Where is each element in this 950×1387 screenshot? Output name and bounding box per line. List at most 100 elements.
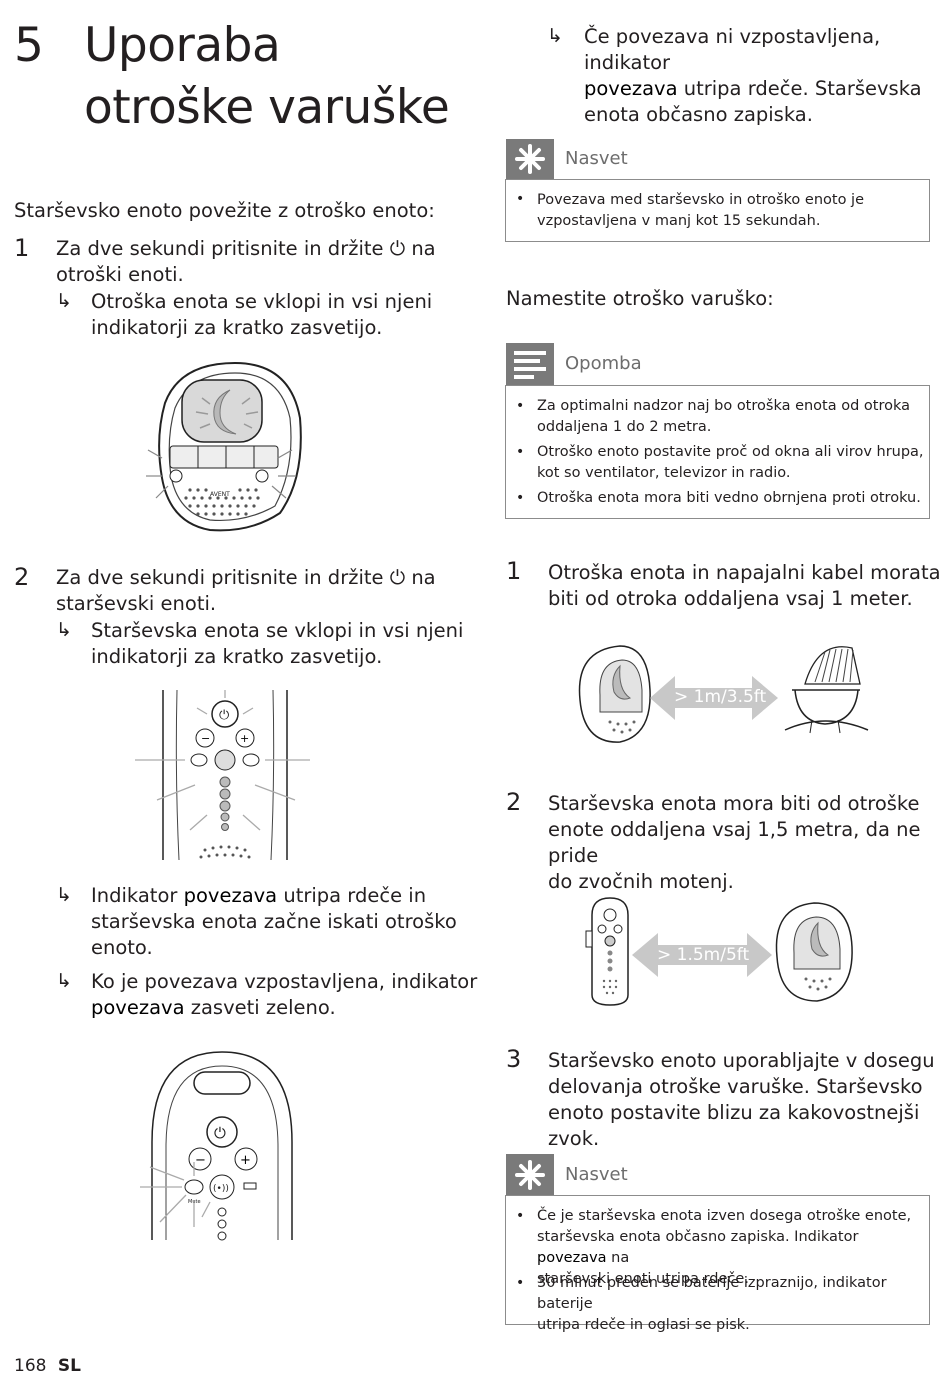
svg-text:+: + — [240, 1153, 251, 1168]
svg-text:+: + — [240, 732, 249, 745]
distance-label-2: > 1.5m/5ft — [657, 945, 750, 965]
svg-text:−: − — [201, 732, 210, 745]
right-top-result: Če povezava ni vzpostavljena, indikator … — [584, 24, 950, 128]
result-arrow-icon: ↳ — [56, 290, 72, 312]
title-line-1: Uporaba — [84, 18, 281, 73]
bullet-icon: • — [516, 398, 525, 414]
left-step-1-line-1: Za dve sekundi pritisnite in držite ⏻ na — [56, 237, 436, 260]
right-step-2-line-3: do zvočnih motenj. — [548, 870, 734, 893]
left-result-3: Indikator povezava utripa rdeče in starš… — [91, 883, 457, 961]
tip-1-box: • Povezava med starševsko in otroško eno… — [505, 179, 930, 242]
bullet-icon: • — [516, 1208, 525, 1224]
bullet-icon: • — [516, 191, 525, 207]
left-result-4-post: zasveti zeleno. — [184, 996, 336, 1019]
tip-2-item-1: Če je starševska enota izven dosega otro… — [537, 1206, 929, 1290]
left-step-1-result: Otroška enota se vklopi in vsi njeni ind… — [91, 289, 432, 341]
section-number: 5 — [14, 18, 44, 73]
page-number: 168 — [14, 1356, 47, 1376]
svg-text:−: − — [195, 1153, 206, 1168]
title-line-2: otroške varuške — [84, 80, 450, 135]
tip-2-box: • Če je starševska enota izven dosega ot… — [505, 1195, 930, 1333]
svg-text:(•)): (•)) — [213, 1184, 229, 1194]
left-step-2-result-1: Starševska enota se vklopi in vsi njeni — [91, 619, 464, 642]
note-item-1-line-1: Za optimalni nadzor naj bo otroška enota… — [537, 398, 911, 414]
tip-2-item-1-keyword: povezava — [537, 1250, 607, 1266]
right-step-2-number: 2 — [506, 788, 522, 816]
note-item-2: Otroško enoto postavite proč od okna ali… — [537, 442, 924, 484]
tip-icon — [506, 139, 554, 179]
left-result-4-line-1: Ko je povezava vzpostavljena, indikator — [91, 970, 478, 993]
right-step-3-line-1: Starševsko enoto uporabljajte v dosegu — [548, 1049, 935, 1072]
tip-1-item: Povezava med starševsko in otroško enoto… — [537, 190, 864, 232]
tip-2-item-2-line-2: utripa rdeče in oglasi se pisk. — [537, 1317, 750, 1333]
note-box: • Za optimalni nadzor naj bo otroška eno… — [505, 385, 930, 519]
bullet-icon: • — [516, 444, 525, 460]
left-step-1-text: Za dve sekundi pritisnite in držite ⏻ na… — [56, 236, 436, 288]
right-heading: Namestite otroško varuško: — [506, 287, 774, 310]
right-step-1-line-2: biti od otroka oddaljena vsaj 1 meter. — [548, 587, 913, 610]
bullet-icon: • — [516, 1275, 525, 1291]
right-step-2-line-1: Starševska enota mora biti od otroške — [548, 792, 920, 815]
left-step-2-text: Za dve sekundi pritisnite in držite ⏻ na… — [56, 565, 436, 617]
baby-unit-illustration: AVENT — [146, 361, 302, 532]
distance-label-1: > 1m/3.5ft — [674, 687, 767, 707]
left-step-2-line-2: starševski enoti. — [56, 592, 217, 615]
left-step-2-number: 2 — [14, 563, 30, 591]
note-item-3: Otroška enota mora biti vedno obrnjena p… — [537, 488, 921, 509]
right-step-3-line-3: enoto postavite blizu za kakovostnejši z… — [548, 1101, 920, 1150]
note-icon — [506, 343, 554, 385]
tip-2-item-1-line-2: starševska enota občasno zapiska. Indika… — [537, 1229, 859, 1245]
baby-unit-brand: AVENT — [210, 491, 230, 498]
tip-2-label: Nasvet — [565, 1164, 628, 1185]
parent-unit-illustration-on: ⏻ − + — [135, 689, 310, 861]
left-step-2-result-2: indikatorji za kratko zasvetijo. — [91, 645, 383, 668]
note-item-1: Za optimalni nadzor naj bo otroška enota… — [537, 396, 910, 438]
left-step-1-number: 1 — [14, 234, 30, 262]
svg-text:⏻: ⏻ — [219, 708, 229, 723]
tip-2-item-2-line-1: 30 minut preden se baterije izpraznijo, … — [537, 1275, 887, 1312]
tip-2-item-2: 30 minut preden se baterije izpraznijo, … — [537, 1273, 929, 1336]
left-result-3-post: utripa rdeče in — [277, 884, 427, 907]
tip-2-item-1-line-3: starševski enoti utripa rdeče. — [537, 1271, 749, 1287]
tip-2-item-1-line-1: Če je starševska enota izven dosega otro… — [537, 1208, 912, 1224]
distance-illustration-2 — [585, 897, 853, 1006]
note-item-1-line-2: oddaljena 1 do 2 metra. — [537, 419, 712, 435]
left-result-4: Ko je povezava vzpostavljena, indikator … — [91, 969, 477, 1021]
left-step-1-line-2: otroški enoti. — [56, 263, 184, 286]
result-arrow-icon: ↳ — [56, 884, 72, 906]
right-top-result-post: utripa rdeče. Starševska — [677, 77, 922, 100]
right-step-3-number: 3 — [506, 1045, 522, 1073]
language-code: SL — [57, 1356, 81, 1376]
left-heading: Starševsko enoto povežite z otroško enot… — [14, 199, 435, 222]
left-result-4-keyword: povezava — [91, 996, 185, 1019]
left-step-1-result-2: indikatorji za kratko zasvetijo. — [91, 316, 383, 339]
right-step-2-text: Starševska enota mora biti od otroške en… — [548, 791, 950, 895]
left-result-3-keyword: povezava — [183, 884, 278, 907]
note-label: Opomba — [565, 353, 642, 374]
right-top-result-line-3: enota občasno zapiska. — [584, 103, 813, 126]
page-footer: 168 SL — [14, 1356, 81, 1376]
svg-text:⏻: ⏻ — [214, 1124, 226, 1142]
distance-illustration-1 — [578, 645, 869, 743]
note-item-2-line-2: kot so ventilator, televizor in radio. — [537, 465, 791, 481]
right-step-1-line-1: Otroška enota in napajalni kabel morata — [548, 561, 941, 584]
right-step-2-line-2: enote oddaljena vsaj 1,5 metra, da ne pr… — [548, 818, 921, 867]
right-top-result-keyword: povezava — [584, 77, 678, 100]
left-step-2-line-1: Za dve sekundi pritisnite in držite ⏻ na — [56, 566, 436, 589]
parent-unit-illustration-link: ⏻ − + (•)) Mute — [140, 1051, 293, 1241]
left-result-3-pre: Indikator — [91, 884, 184, 907]
right-step-3-text: Starševsko enoto uporabljajte v dosegu d… — [548, 1048, 950, 1152]
left-step-2-result: Starševska enota se vklopi in vsi njeni … — [91, 618, 463, 670]
result-arrow-icon: ↳ — [56, 619, 72, 641]
left-result-3-line-2: starševska enota začne iskati otroško — [91, 910, 457, 933]
note-item-2-line-1: Otroško enoto postavite proč od okna ali… — [537, 444, 924, 460]
right-top-result-line-1: Če povezava ni vzpostavljena, indikator — [584, 25, 881, 74]
tip-1-label: Nasvet — [565, 148, 628, 169]
tip-1-item-line-1: Povezava med starševsko in otroško enoto… — [537, 192, 865, 208]
note-item-3-line-1: Otroška enota mora biti vedno obrnjena p… — [537, 490, 921, 506]
tip-icon — [506, 1154, 554, 1196]
bullet-icon: • — [516, 490, 525, 506]
result-arrow-icon: ↳ — [56, 970, 72, 992]
right-step-3-line-2: delovanja otroške varuške. Starševsko — [548, 1075, 923, 1098]
right-step-1-text: Otroška enota in napajalni kabel morata … — [548, 560, 941, 612]
